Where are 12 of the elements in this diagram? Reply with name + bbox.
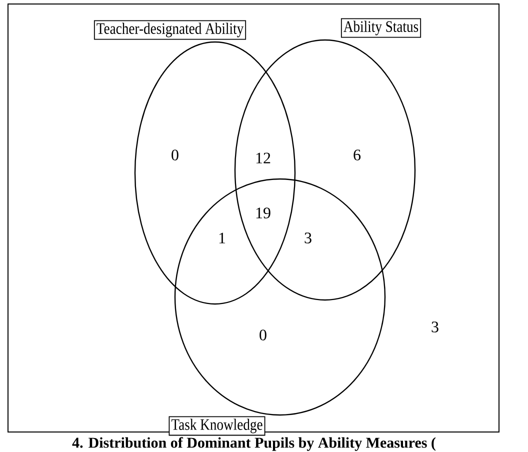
set-label: Ability Status (340, 18, 422, 38)
set-label: Teacher-designated Ability (94, 20, 246, 40)
caption: 4. Distribution of Dominant Pupils by Ability Measures ( (72, 437, 436, 451)
region-count: 19 (256, 208, 270, 218)
region-count: 0 (260, 330, 266, 340)
region-count: 12 (256, 152, 270, 164)
region-count: 3 (304, 232, 312, 244)
region-count: 1 (219, 232, 226, 244)
region-count: 0 (172, 150, 178, 160)
region-count: 3 (432, 322, 438, 332)
region-count: 6 (354, 150, 361, 160)
set-label: Task Knowledge (168, 416, 266, 436)
